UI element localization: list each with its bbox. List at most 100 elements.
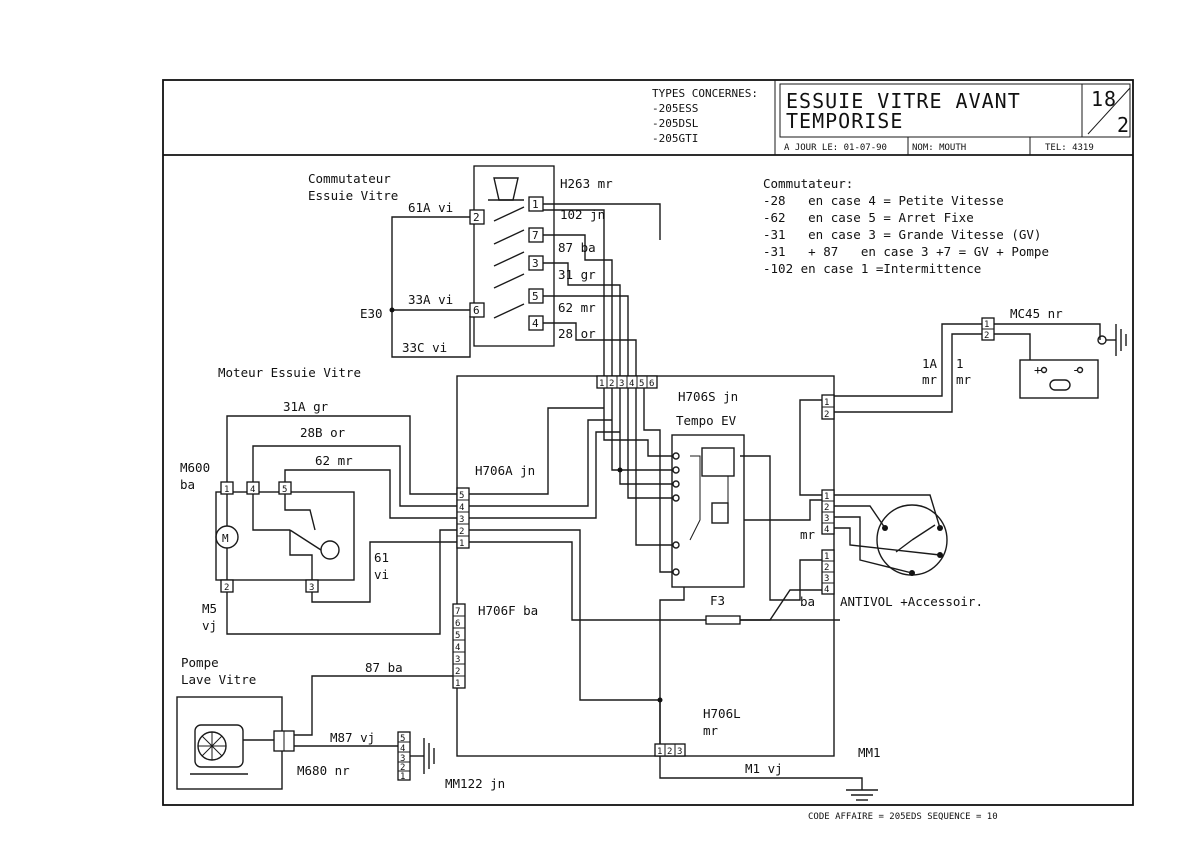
motor-wire-4	[252, 494, 290, 531]
tempo-relay-box	[671, 434, 745, 588]
switch-contacts	[493, 206, 525, 319]
svg-text:3: 3	[455, 655, 460, 665]
wire-label-62m: 62 mr	[315, 453, 353, 468]
title-line-1: ESSUIE VITRE AVANT	[786, 89, 1021, 113]
svg-text:5: 5	[455, 631, 460, 641]
connector-right-3: 1 2 3 4	[821, 549, 835, 595]
wire-102-down	[543, 209, 605, 378]
m5-label-1: M5	[202, 601, 217, 616]
motor-symbol: M	[222, 532, 229, 545]
ground-mc45-icon	[1106, 324, 1127, 356]
wire-m5	[226, 529, 457, 635]
relay-coil-icon	[711, 502, 729, 524]
svg-text:6: 6	[473, 304, 480, 317]
svg-text:1: 1	[459, 539, 464, 549]
wire-label-87: 87 ba	[558, 240, 596, 255]
battery-cap	[1049, 379, 1071, 391]
battery-plus: +	[1034, 362, 1042, 377]
tempo-internal-switch	[689, 455, 701, 541]
wire-antivol-1	[834, 505, 886, 529]
connector-top: 1 2 3 4 5 6	[596, 375, 658, 389]
wire-28b	[252, 445, 457, 507]
wire-internal-l	[659, 587, 685, 744]
wire-31a	[226, 415, 457, 495]
ground-mm122-icon	[410, 738, 435, 774]
wire-label-m1: M1 vj	[745, 761, 783, 776]
battery-minus: -	[1072, 362, 1080, 377]
connector-right-2: 1 2 3 4	[821, 489, 835, 535]
svg-text:5: 5	[532, 290, 539, 303]
pump-label-2: Lave Vitre	[181, 672, 256, 687]
antivol-label: ANTIVOL +Accessoir.	[840, 594, 983, 609]
note-line-5: -102 en case 1 =Intermittence	[763, 261, 981, 276]
antivol-key	[911, 524, 936, 541]
wire-tempo-4	[627, 388, 673, 499]
wire-87	[543, 234, 613, 378]
svg-text:1: 1	[599, 379, 604, 389]
connector-h706l: 1 2 3	[654, 743, 686, 757]
wire-internal-a2	[469, 419, 612, 507]
type-1: -205ESS	[652, 102, 698, 115]
wire-label-61-1: 61	[374, 550, 389, 565]
m600-label-1: M600	[180, 460, 210, 475]
battery-minus-terminal	[1076, 366, 1084, 374]
svg-text:1: 1	[657, 747, 662, 757]
svg-text:2: 2	[667, 747, 672, 757]
svg-text:1: 1	[400, 772, 405, 782]
fuse-f3-label: F3	[710, 593, 725, 608]
cam-icon	[320, 540, 340, 560]
wire-61a-loop	[391, 216, 471, 358]
svg-text:4: 4	[629, 379, 634, 389]
m5-label-2: vj	[202, 618, 217, 633]
svg-text:4: 4	[532, 317, 539, 330]
wire-label-m87: M87 vj	[330, 730, 375, 745]
pump-body	[194, 724, 244, 768]
h706-enclosure	[456, 375, 835, 757]
svg-text:1: 1	[824, 492, 829, 502]
wire-antivol-3	[834, 494, 941, 529]
wire-battery-plus	[994, 333, 1031, 360]
wire-label-87p: 87 ba	[365, 660, 403, 675]
m600-label-2: ba	[180, 477, 195, 492]
svg-text:4: 4	[455, 643, 460, 653]
tempo-relay-chip	[701, 447, 735, 477]
sheet-number-top: 18	[1091, 87, 1117, 111]
connector-h706f: 1 2 3 4 5 6 7	[452, 603, 466, 689]
wire-label-31: 31 gr	[558, 267, 596, 282]
svg-text:2: 2	[224, 583, 229, 593]
wire-antivol-4	[834, 527, 941, 556]
tempo-connector-label: H706S jn	[678, 389, 738, 404]
wire-antivol-2	[834, 516, 913, 574]
h706l-label-2: mr	[703, 723, 719, 738]
mm122-connector: 1 2 3 4 5	[397, 731, 411, 782]
svg-text:3: 3	[619, 379, 624, 389]
svg-text:4: 4	[824, 525, 829, 535]
wire-internal-a3	[469, 431, 620, 519]
type-2: -205DSL	[652, 117, 699, 130]
wire-label-28b: 28B or	[300, 425, 346, 440]
pump-housing	[176, 696, 283, 790]
wire-internal-r2	[744, 499, 822, 521]
svg-text:1: 1	[532, 198, 539, 211]
wire-label-61-2: vi	[374, 567, 389, 582]
motor-title: Moteur Essuie Vitre	[218, 365, 361, 380]
ground-terminal	[1097, 335, 1107, 345]
wire-label-62: 62 mr	[558, 300, 596, 315]
sheet-number-bottom: 2	[1117, 113, 1130, 137]
svg-text:1: 1	[824, 552, 829, 562]
h706f-label: H706F ba	[478, 603, 538, 618]
wire-label-61a: 61A vi	[408, 200, 453, 215]
diagram-frame	[162, 79, 1134, 806]
battery-plus-terminal	[1040, 366, 1048, 374]
mc45-connector: 1 2	[981, 317, 995, 341]
update-date: A JOUR LE: 01-07-90	[784, 143, 887, 153]
svg-text:1: 1	[984, 320, 989, 330]
svg-text:6: 6	[649, 379, 654, 389]
motor-contact	[289, 529, 322, 551]
junction-l	[657, 697, 663, 703]
wire-label-31a: 31A gr	[283, 399, 329, 414]
pump-impeller-spokes	[198, 732, 226, 760]
note-line-1: -28 en case 4 = Petite Vitesse	[763, 193, 1004, 208]
svg-text:3: 3	[824, 514, 829, 524]
mm1-label: MM1	[858, 745, 881, 760]
